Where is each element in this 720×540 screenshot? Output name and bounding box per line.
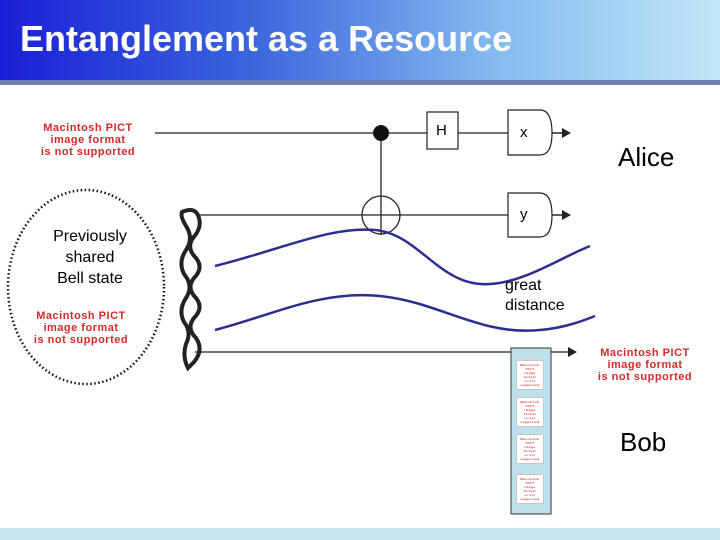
pict-placeholder-top-left: Macintosh PICT image format is not suppo… [40,122,136,158]
pict-placeholder-strip-3: Macintosh PICT image format is not suppo… [516,434,544,464]
alice-label: Alice [618,142,675,172]
pict-placeholder-strip-4: Macintosh PICT image format is not suppo… [516,474,544,504]
title-divider [0,80,720,85]
bob-label: Bob [620,427,667,457]
bell-state-label: Previously shared Bell state [42,226,138,289]
meter-y-arrowhead [562,210,571,220]
distance-line: great [505,277,542,294]
distance-line: distance [505,297,565,314]
pict-placeholder-strip-2: Macintosh PICT image format is not suppo… [516,397,544,427]
footer-bar [0,528,720,540]
control-dot [373,125,389,141]
hadamard-gate-box [426,111,459,150]
distance-wave-upper [214,228,591,286]
great-distance-label: great distance [505,276,565,316]
measurement-x-label: x [520,124,528,141]
bell-state-line: Previously [53,228,127,245]
pict-placeholder-bell: Macintosh PICT image format is not suppo… [33,310,129,346]
pict-placeholder-strip-1: Macintosh PICT image format is not suppo… [516,360,544,390]
slide-title: Entanglement as a Resource [20,18,513,59]
bob-wire-arrowhead [568,347,577,357]
bell-state-ellipse [6,188,166,386]
cnot-target-circle [361,195,401,235]
title-bar: Entanglement as a Resource [0,0,720,80]
entanglement-wavy-line [179,208,202,372]
meter-x-arrowhead [562,128,571,138]
hadamard-gate-label: H [436,122,447,139]
bell-state-line: Bell state [57,270,123,287]
bell-state-line: shared [65,249,115,266]
distance-wave-lower [214,293,596,332]
measurement-y-label: y [520,206,528,223]
pict-placeholder-bob-wire: Macintosh PICT image format is not suppo… [580,347,710,383]
meter-y-shape [507,192,553,238]
meter-x-shape [507,109,553,156]
